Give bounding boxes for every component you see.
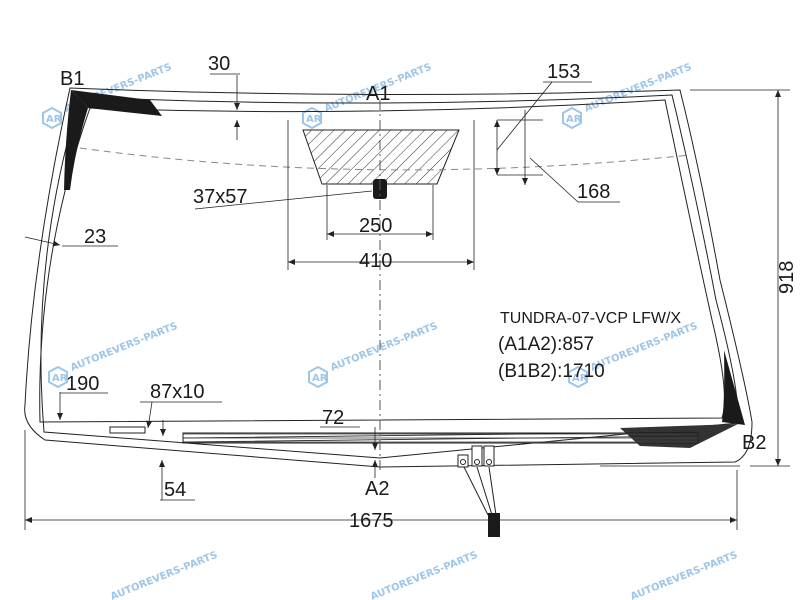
watermark-text-5: AUTOREVERS-PARTS <box>329 321 439 374</box>
dim-30: 30 <box>208 53 230 75</box>
dim-250: 250 <box>359 215 392 237</box>
watermark-logo-text: AR <box>306 114 322 125</box>
distance-a1a2: (A1A2):857 <box>498 334 594 355</box>
watermark-text-8: AUTOREVERS-PARTS <box>369 550 479 600</box>
black-print-right <box>722 350 745 425</box>
dim-153: 153 <box>547 61 580 83</box>
dim-54: 54 <box>164 479 186 501</box>
watermark-logo-4: AR <box>48 365 68 389</box>
dim-1675: 1675 <box>349 510 394 532</box>
dimension-lines <box>24 73 790 530</box>
heated-wiper-lines <box>182 431 699 443</box>
watermark-logo-5: AR <box>308 365 328 389</box>
black-print-left-strip <box>64 90 88 190</box>
dim-190: 190 <box>66 373 99 395</box>
dim-87x10: 87x10 <box>150 381 205 403</box>
watermark-text-3: AUTOREVERS-PARTS <box>583 62 693 115</box>
watermark-logo-text: AR <box>572 373 588 384</box>
point-label-b1: B1 <box>60 68 84 90</box>
watermark-text-6: AUTOREVERS-PARTS <box>589 321 699 374</box>
dim-410: 410 <box>359 250 392 272</box>
dim-23: 23 <box>84 226 106 248</box>
connector-plug <box>488 513 500 537</box>
glass-outer-edge <box>24 87 753 468</box>
point-label-a1: A1 <box>366 83 390 105</box>
dim-918: 918 <box>776 261 798 294</box>
vin-window <box>109 426 146 434</box>
dim-72: 72 <box>322 407 344 429</box>
point-label-b2: B2 <box>742 432 766 454</box>
watermark-logo-text: AR <box>46 114 62 125</box>
connectors <box>457 445 500 537</box>
watermark-logo-text: AR <box>312 373 328 384</box>
upper-dashed-curve <box>79 147 691 171</box>
glass-print-band <box>40 94 739 459</box>
dim-37x57: 37x57 <box>193 186 248 208</box>
dim-168: 168 <box>577 181 610 203</box>
black-print-top-left <box>71 90 162 116</box>
point-label-a2: A2 <box>365 478 389 500</box>
watermark-logo-2: AR <box>302 106 322 130</box>
watermark-text-4: AUTOREVERS-PARTS <box>69 321 179 374</box>
watermark-logo-1: AR <box>42 106 62 130</box>
watermark-logo-6: AR <box>568 365 588 389</box>
part-code: TUNDRA-07-VCP LFW/X <box>500 310 681 327</box>
watermark-logo-text: AR <box>566 114 582 125</box>
watermark-text-7: AUTOREVERS-PARTS <box>109 550 219 600</box>
watermark-text-9: AUTOREVERS-PARTS <box>629 550 739 600</box>
distance-b1b2: (B1B2):1710 <box>498 361 605 382</box>
sensor-area-hatched <box>302 129 460 185</box>
watermark-logo-text: AR <box>52 373 68 384</box>
glass-inner-edge <box>39 99 725 423</box>
watermark-logo-3: AR <box>562 106 582 130</box>
